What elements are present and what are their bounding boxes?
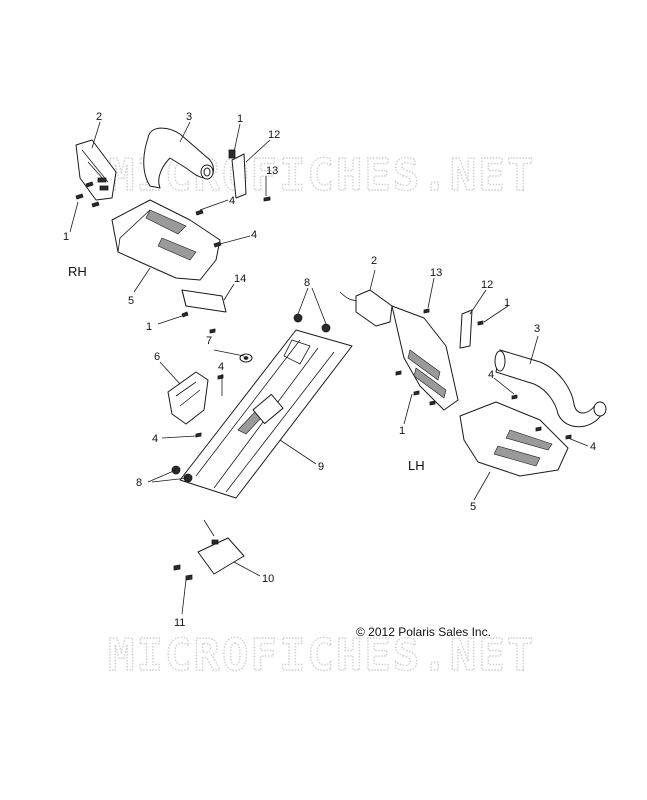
side-label-lh: LH	[408, 458, 425, 473]
rh-pipe-part-3	[143, 127, 214, 189]
side-label-rh: RH	[68, 264, 87, 279]
callout-5-rh: 5	[128, 295, 134, 307]
callout-4-rh-a: 4	[229, 195, 235, 207]
callout-4-center-a: 4	[218, 361, 224, 373]
callout-3-lh: 3	[534, 323, 540, 335]
lh-bracket-part-12	[423, 308, 484, 349]
rh-screws	[75, 181, 100, 208]
callout-4-center-b: 4	[152, 433, 158, 445]
callout-1-rh-left: 1	[63, 231, 69, 243]
callout-8-bottom: 8	[136, 477, 142, 489]
callout-1-lh-bottom: 1	[399, 425, 405, 437]
callout-numbers: 2 3 1 12 13 4 4 1 5 14 1 8 7 6 4 4 8 9 1…	[63, 111, 596, 629]
rh-plate-part-14	[181, 289, 227, 318]
center-bracket-part-10	[173, 519, 245, 581]
callout-7: 7	[206, 335, 212, 347]
callout-1-lh-top: 1	[504, 297, 510, 309]
callout-5-lh: 5	[470, 501, 476, 513]
rh-shield-part-5	[111, 199, 222, 281]
center-grommet-part-7	[209, 328, 253, 363]
callout-12-rh: 12	[268, 129, 280, 141]
callout-10: 10	[262, 573, 274, 585]
lh-plate	[391, 305, 459, 411]
callout-4-lh-b: 4	[590, 441, 596, 453]
leader-lines	[69, 121, 589, 615]
callout-4-lh-a: 4	[488, 369, 494, 381]
callout-13-rh: 13	[266, 165, 278, 177]
callout-8-top: 8	[304, 277, 310, 289]
center-panel-part-9	[171, 313, 353, 499]
rh-bracket-part-12	[228, 149, 271, 202]
callout-2-lh: 2	[371, 255, 377, 267]
rh-bracket-part-2	[75, 139, 117, 201]
lh-pipe-part-3	[494, 349, 607, 428]
callout-3-rh: 3	[186, 111, 192, 123]
callout-4-rh-b: 4	[251, 229, 257, 241]
lh-bracket-part-2	[339, 289, 393, 327]
center-bracket-part-6	[167, 371, 224, 438]
callout-2-rh: 2	[96, 111, 102, 123]
callout-14: 14	[234, 273, 246, 285]
callout-9: 9	[318, 461, 324, 473]
callout-1-rh-bottom: 1	[146, 321, 152, 333]
copyright-notice: © 2012 Polaris Sales Inc.	[356, 625, 491, 639]
callout-12-lh: 12	[481, 279, 493, 291]
lh-shield-part-5	[459, 394, 572, 477]
callout-6: 6	[154, 351, 160, 363]
callout-1-rh-top: 1	[237, 113, 243, 125]
callout-13-lh: 13	[430, 267, 442, 279]
callout-11: 11	[174, 617, 185, 629]
watermark-bottom: MICROFICHES.NET	[108, 630, 535, 681]
